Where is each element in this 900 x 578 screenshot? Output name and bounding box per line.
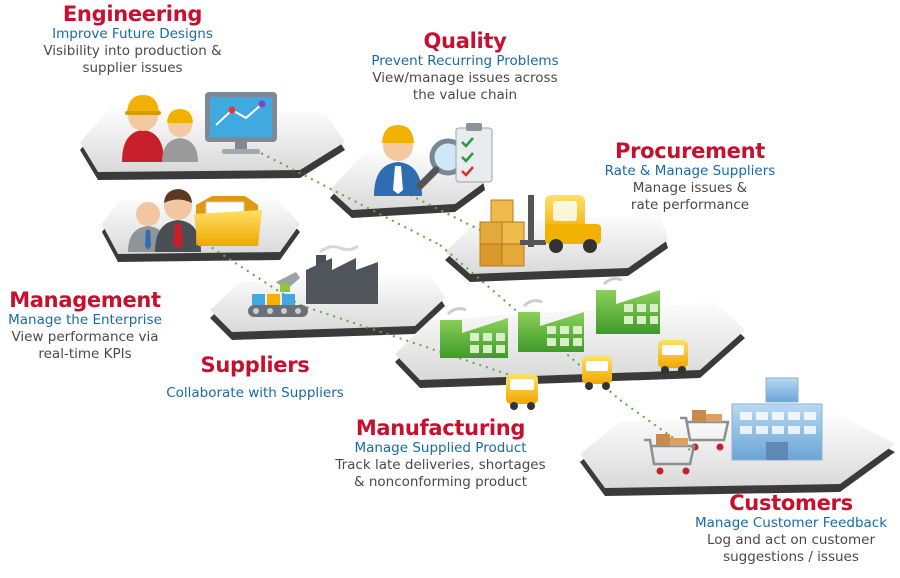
managers-icon: [128, 189, 201, 252]
node-description: the value chain: [412, 87, 518, 103]
node-subtitle: Rate & Manage Suppliers: [604, 163, 776, 179]
node-description: Manage issues &: [632, 180, 748, 196]
node-subtitle: Collaborate with Suppliers: [166, 385, 344, 401]
node-subtitle: Prevent Recurring Problems: [371, 53, 559, 69]
node-description: rate performance: [630, 197, 750, 213]
label-management: Management Manage the Enterprise View pe…: [0, 288, 170, 363]
node-description: View/manage issues across: [372, 70, 558, 86]
truck-icon: [506, 374, 538, 410]
node-description: View performance via: [11, 329, 159, 345]
label-engineering: Engineering Improve Future Designs Visib…: [20, 2, 245, 77]
boxes-icon: [479, 199, 525, 267]
inspector-icon: [374, 125, 422, 196]
forklift-icon: [520, 195, 601, 253]
node-subtitle: Manage the Enterprise: [8, 312, 162, 328]
node-title: Suppliers: [200, 353, 310, 377]
label-suppliers: Suppliers Collaborate with Suppliers: [150, 353, 360, 402]
node-title: Quality: [423, 29, 507, 53]
label-customers: Customers Manage Customer Feedback Log a…: [682, 491, 900, 566]
folder-icon: [194, 196, 262, 246]
conveyor-icon: [248, 272, 308, 317]
node-description: supplier issues: [82, 60, 183, 76]
green-factory-icon: [518, 299, 584, 352]
label-quality: Quality Prevent Recurring Problems View/…: [340, 29, 590, 104]
computer-monitor-icon: [205, 92, 277, 154]
node-subtitle: Manage Customer Feedback: [694, 515, 888, 531]
node-title: Management: [9, 288, 161, 312]
node-title: Engineering: [62, 2, 203, 26]
node-title: Manufacturing: [355, 416, 526, 440]
label-procurement: Procurement Rate & Manage Suppliers Mana…: [580, 139, 800, 214]
checklist-icon: [455, 123, 493, 183]
green-factory-icon: [440, 307, 508, 358]
office-building-icon: [731, 377, 823, 461]
node-title: Customers: [729, 491, 853, 515]
truck-icon: [582, 356, 612, 390]
node-description: real-time KPIs: [38, 346, 132, 362]
shopping-cart-icon: [644, 434, 696, 475]
node-description: & nonconforming product: [354, 474, 527, 490]
engineers-icon: [122, 95, 198, 162]
factory-icon: [306, 244, 378, 304]
node-description: suggestions / issues: [723, 549, 859, 565]
node-title: Procurement: [615, 139, 765, 163]
green-factory-icon: [596, 277, 660, 334]
node-description: Track late deliveries, shortages: [335, 457, 546, 473]
label-manufacturing: Manufacturing Manage Supplied Product Tr…: [318, 416, 563, 491]
node-subtitle: Manage Supplied Product: [354, 440, 527, 456]
node-subtitle: Improve Future Designs: [52, 26, 213, 42]
node-description: Visibility into production &: [43, 43, 222, 59]
truck-icon: [658, 340, 688, 374]
node-description: Log and act on customer: [706, 532, 876, 548]
